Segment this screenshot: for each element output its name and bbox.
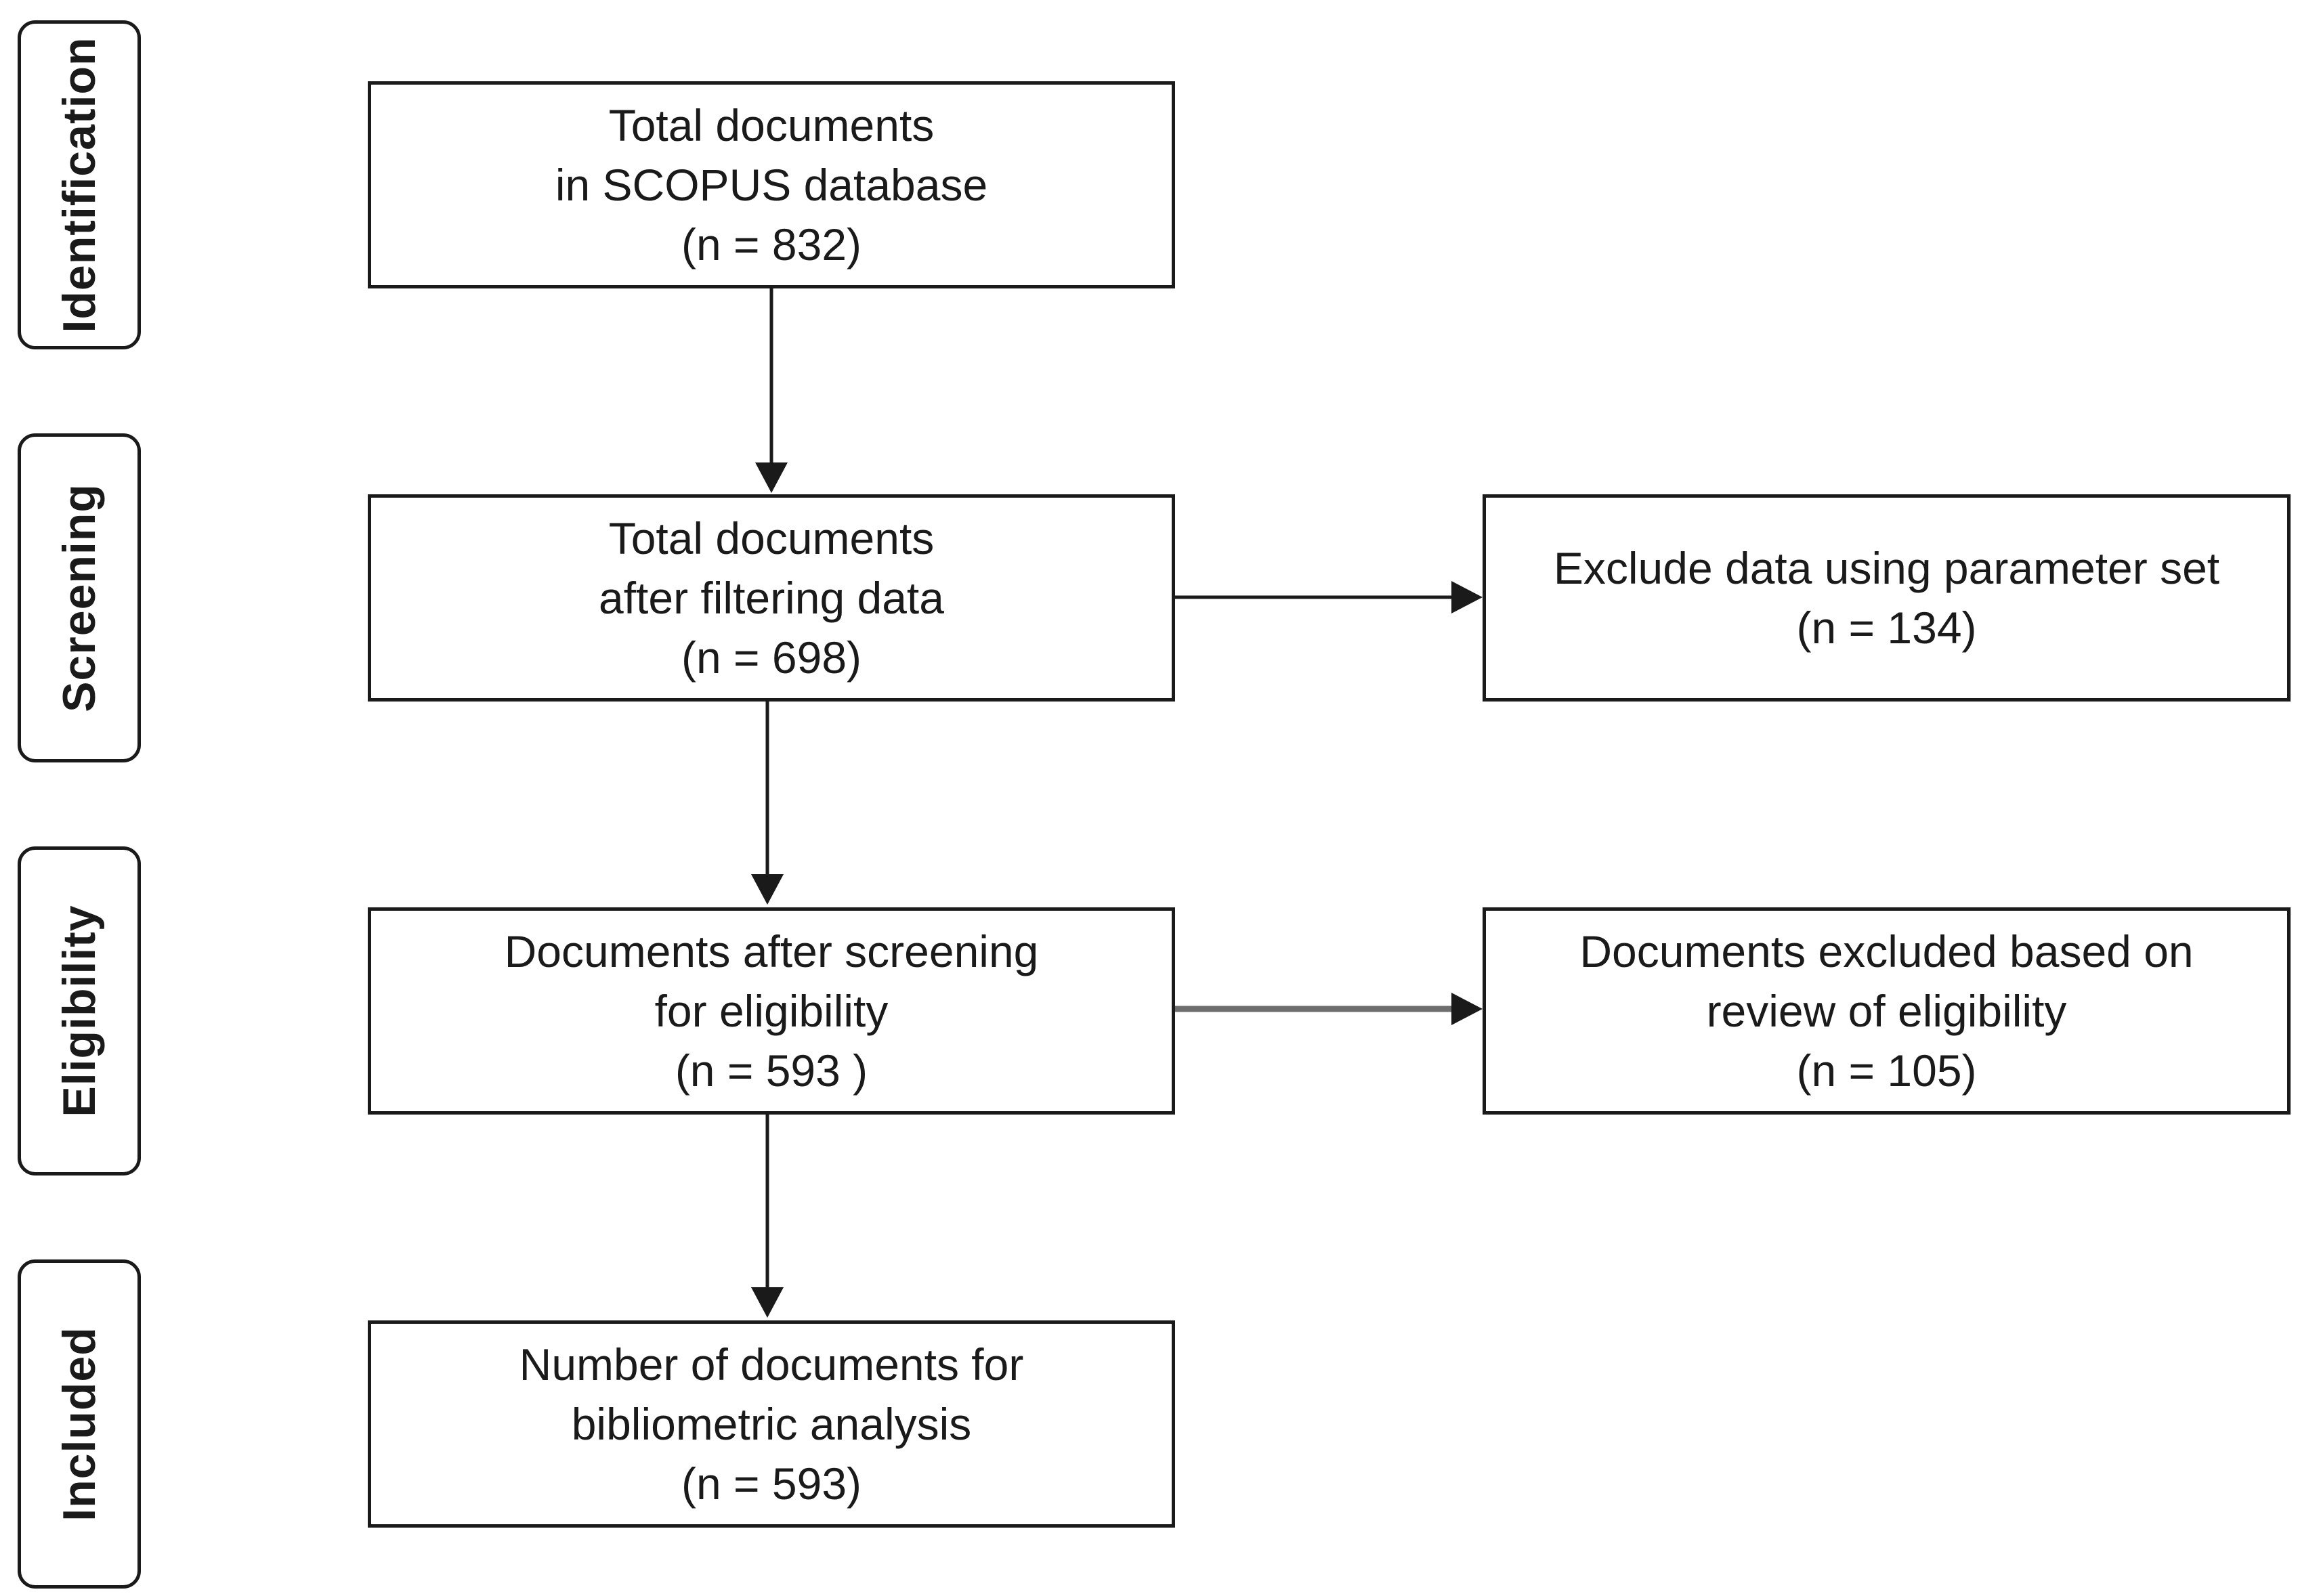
box-count: (n = 593)	[681, 1459, 861, 1509]
box-included-total: Number of documents for bibliometric ana…	[368, 1320, 1175, 1528]
box-eligibility-excluded: Documents excluded based on review of el…	[1483, 907, 2291, 1115]
box-screening-excluded: Exclude data using parameter set (n = 13…	[1483, 494, 2291, 702]
arrow-screening-to-eligibility	[751, 702, 784, 905]
arrow-eligibility-exclusion	[1175, 993, 1483, 1025]
box-line: Number of documents for	[519, 1339, 1024, 1389]
box-line: Total documents	[608, 513, 935, 563]
arrow-eligibility-to-included	[751, 1115, 784, 1318]
box-line: bibliometric analysis	[571, 1399, 972, 1449]
box-line: after filtering data	[599, 573, 944, 623]
box-line: Documents after screening	[504, 926, 1039, 976]
box-count: (n = 105)	[1796, 1045, 1977, 1096]
arrow-identification-to-screening	[755, 288, 788, 493]
stage-included: Included	[18, 1259, 141, 1589]
box-line: in SCOPUS database	[555, 160, 988, 210]
box-line: Total documents	[608, 100, 935, 150]
box-line: review of eligibility	[1706, 986, 2067, 1036]
box-count: (n = 832)	[681, 219, 861, 269]
stage-screening: Screening	[18, 433, 141, 762]
stage-identification: Identification	[18, 20, 141, 349]
box-count: (n = 593 )	[675, 1045, 868, 1096]
box-identification-total: Total documents in SCOPUS database (n = …	[368, 81, 1175, 288]
arrow-screening-exclusion	[1175, 581, 1483, 613]
box-line: for eligibility	[654, 986, 889, 1036]
box-count: (n = 134)	[1796, 603, 1977, 653]
box-screening-total: Total documents after filtering data (n …	[368, 494, 1175, 702]
box-eligibility-total: Documents after screening for eligibilit…	[368, 907, 1175, 1115]
box-count: (n = 698)	[681, 632, 861, 683]
stage-eligibility: Eligibility	[18, 846, 141, 1176]
box-line: Documents excluded based on	[1579, 926, 2194, 976]
box-line: Exclude data using parameter set	[1553, 543, 2220, 593]
